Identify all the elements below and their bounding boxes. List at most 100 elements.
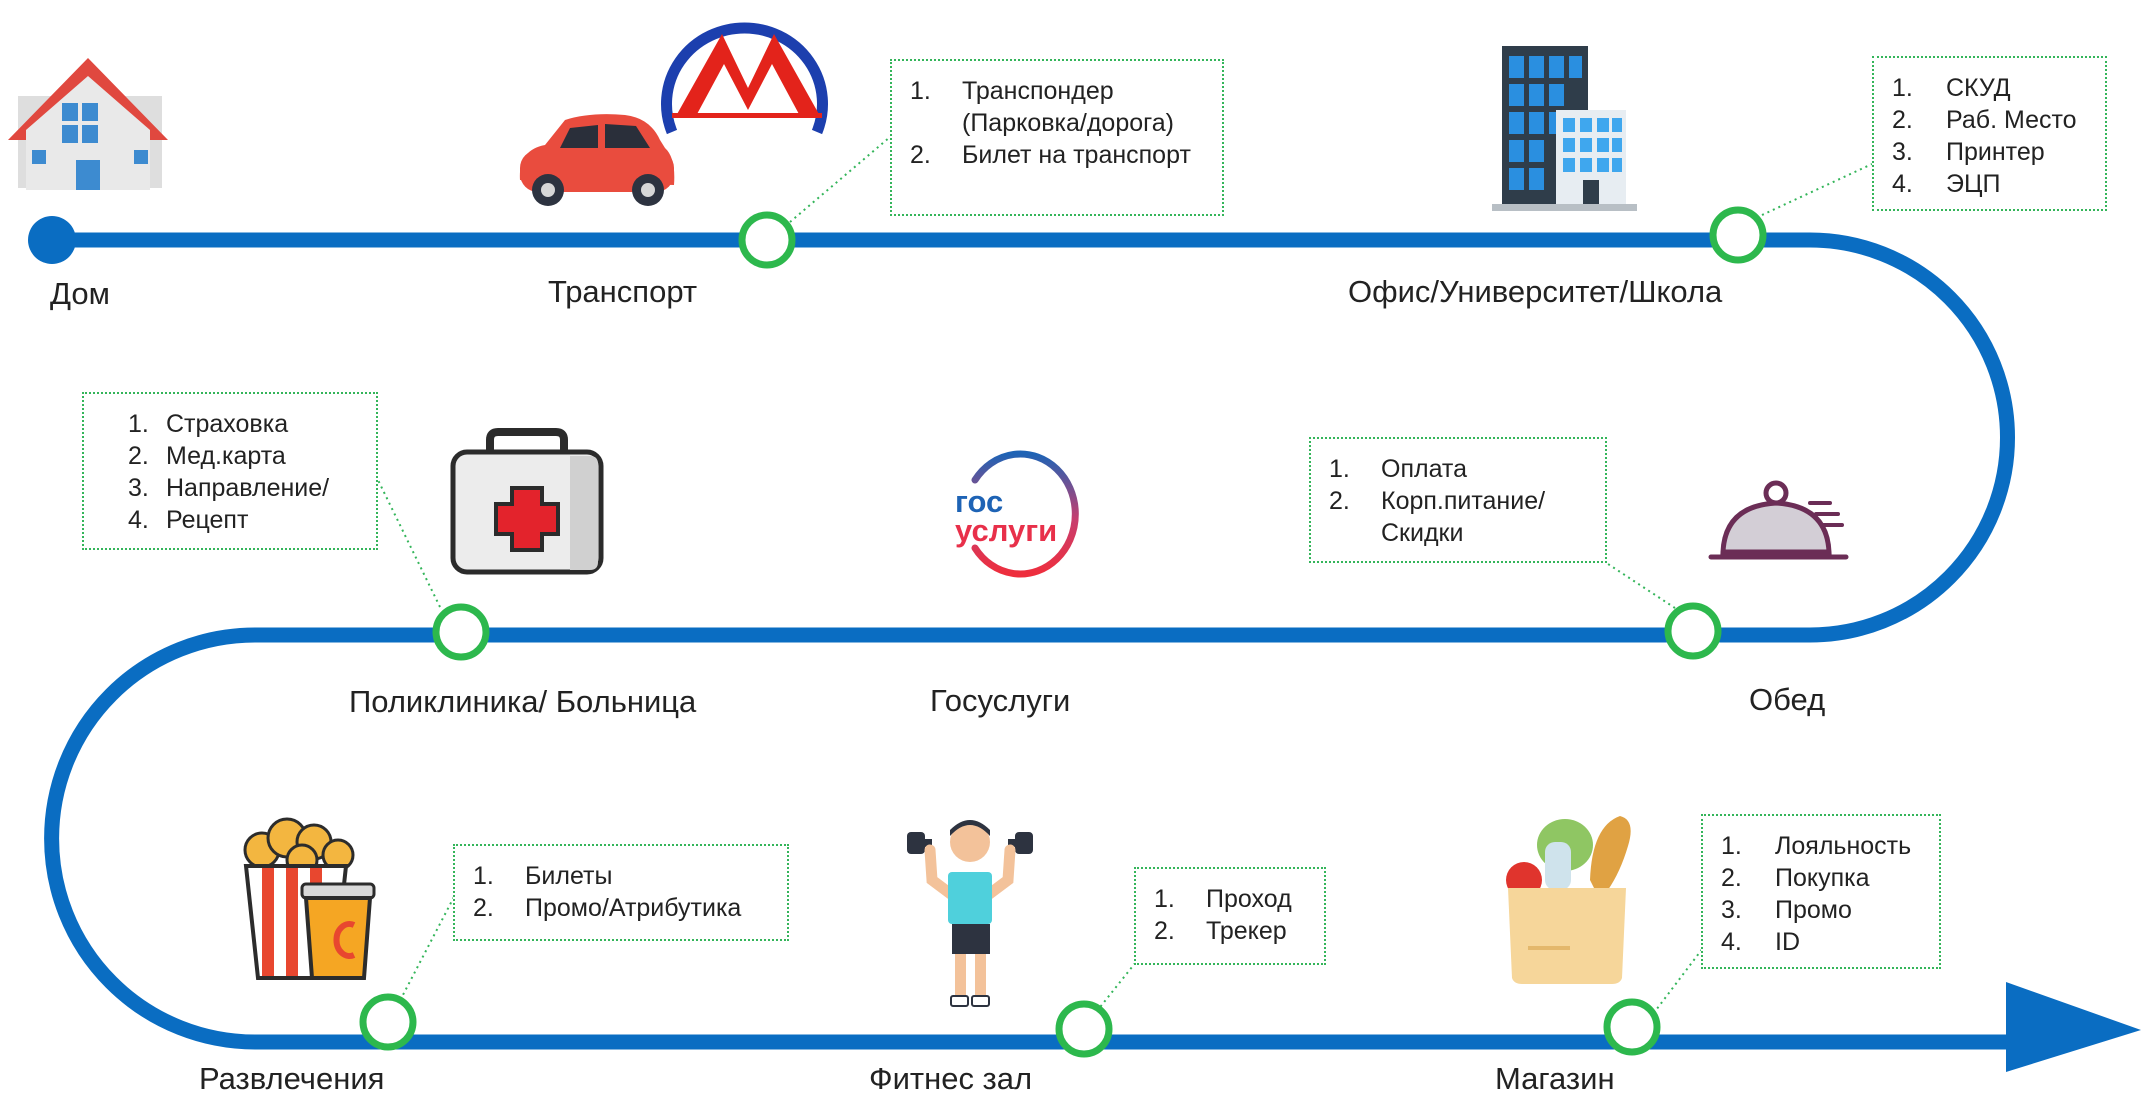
callout-item: 4. Рецепт	[128, 504, 358, 536]
callout-item: 2. Трекер	[1154, 915, 1306, 947]
route-arrowhead	[2006, 982, 2141, 1072]
callout-item: 1. Проход	[1154, 883, 1306, 915]
callout-item-text: Оплата	[1381, 455, 1467, 483]
callout-item-number: 4.	[1721, 928, 1742, 956]
connector-transport	[789, 136, 891, 223]
grocery-bag-icon	[1506, 816, 1631, 984]
callout-item-text: Билеты	[525, 862, 613, 890]
callout-item-text: Трекер	[1206, 917, 1287, 945]
gosuslugi-logo-top: гос	[955, 484, 1003, 519]
callout-item-number: 2.	[473, 894, 494, 922]
callout-item: 1. Оплата	[1329, 453, 1587, 485]
callout-item: 1. Лояльность	[1721, 830, 1921, 862]
callout-item-number: 1.	[1154, 885, 1175, 913]
stop-label-transport: Транспорт	[548, 274, 698, 309]
car-icon	[519, 114, 675, 206]
stop-label-clinic: Поликлиника/ Больница	[349, 684, 697, 719]
callout-item-number: 3.	[128, 474, 149, 502]
callout-fitness: 1. Проход 2. Трекер	[1134, 867, 1326, 965]
callout-item-text: Раб. Место	[1946, 106, 2077, 134]
first-aid-kit-icon	[450, 428, 604, 575]
metro-logo-icon	[661, 22, 828, 135]
stop-label-lunch: Обед	[1749, 682, 1826, 717]
callout-item: 2. Промо/Атрибутика	[473, 892, 769, 924]
callout-item: 2. Покупка	[1721, 862, 1921, 894]
callout-item-number: 3.	[1721, 896, 1742, 924]
callout-item-text: Покупка	[1775, 864, 1870, 892]
callout-office: 1. СКУД 2. Раб. Место 3. Принтер 4. ЭЦП	[1872, 56, 2107, 211]
stop-label-office: Офис/Университет/Школа	[1348, 274, 1723, 309]
stop-ring-clinic	[432, 603, 490, 661]
callout-entertainment: 1. Билеты 2. Промо/Атрибутика	[453, 844, 789, 941]
callout-item: 4. ID	[1721, 926, 1921, 958]
connector-office	[1761, 163, 1873, 216]
callout-item-text: Мед.карта	[166, 442, 286, 470]
connector-lunch	[1604, 561, 1676, 609]
house-icon	[8, 58, 168, 190]
callout-item-text: Билет на транспорт	[962, 141, 1191, 169]
callout-item: 2. Билет на транспорт	[910, 139, 1204, 171]
callout-item-number: 3.	[1892, 138, 1913, 166]
callout-item-number: 2.	[910, 141, 931, 169]
start-dot	[28, 216, 76, 264]
stop-label-shop: Магазин	[1495, 1061, 1615, 1096]
callout-item-text: Лояльность	[1775, 832, 1912, 860]
callout-item-number: 4.	[1892, 170, 1913, 198]
callout-item-text: Рецепт	[166, 506, 249, 534]
callout-item: 3. Направление/	[128, 472, 358, 504]
callout-item-number: 2.	[1329, 487, 1350, 515]
callout-item: 1. Билеты	[473, 860, 769, 892]
cloche-icon	[1708, 480, 1849, 560]
callout-transport: 1. Транспондер (Парковка/дорога) 2. Билет н…	[890, 59, 1224, 216]
callout-item-number: 1.	[128, 410, 149, 438]
callout-item: 3. Промо	[1721, 894, 1921, 926]
stop-ring-office	[1709, 206, 1767, 264]
callout-item: 1. СКУД	[1892, 72, 2087, 104]
callout-item-number: 2.	[1721, 864, 1742, 892]
callout-item-text: ЭЦП	[1946, 170, 2001, 198]
stop-label-gosuslugi: Госуслуги	[930, 683, 1071, 718]
stop-ring-lunch	[1664, 602, 1722, 660]
callout-item-text: ID	[1775, 928, 1800, 956]
callout-item-text: Корп.питание/ Скидки	[1381, 487, 1546, 547]
connector-shop	[1649, 943, 1707, 1019]
callout-item-text: Промо	[1775, 896, 1852, 924]
callout-item: 3. Принтер	[1892, 136, 2087, 168]
callout-clinic: 1. Страховка 2. Мед.карта 3. Направление/4. Ре…	[82, 392, 378, 550]
gosuslugi-logo-bottom: услуги	[955, 513, 1057, 548]
callout-item: 2. Корп.питание/ Скидки	[1329, 485, 1587, 549]
popcorn-icon	[243, 817, 376, 980]
callout-item-number: 1.	[1721, 832, 1742, 860]
callout-item-number: 4.	[128, 506, 149, 534]
callout-item-number: 2.	[128, 442, 149, 470]
callout-item-text: Промо/Атрибутика	[525, 894, 742, 922]
callout-item: 2. Мед.карта	[128, 440, 358, 472]
athlete-icon	[907, 820, 1033, 1007]
callout-item-text: Направление/	[166, 474, 330, 502]
callout-item-number: 1.	[1892, 74, 1913, 102]
callout-item-number: 1.	[1329, 455, 1350, 483]
callout-item-text: Страховка	[166, 410, 289, 438]
callout-item-text: Проход	[1206, 885, 1292, 913]
callout-item-number: 2.	[1154, 917, 1175, 945]
callout-item: 2. Раб. Место	[1892, 104, 2087, 136]
callout-item: 1. Страховка	[128, 408, 358, 440]
route-line	[44, 232, 2015, 1050]
office-building-icon	[1492, 46, 1637, 211]
callout-shop: 1. Лояльность 2. Покупка 3. Промо 4. ID	[1701, 814, 1941, 969]
callout-item-number: 1.	[473, 862, 494, 890]
callout-item: 4. ЭЦП	[1892, 168, 2087, 200]
callout-item-number: 2.	[1892, 106, 1913, 134]
callout-item-text: СКУД	[1946, 74, 2011, 102]
stop-ring-shop	[1603, 998, 1661, 1056]
stop-label-fitness: Фитнес зал	[869, 1061, 1033, 1096]
stop-label-home: Дом	[50, 276, 110, 311]
callout-item-number: 1.	[910, 77, 931, 105]
callout-item-text: Транспондер (Парковка/дорога)	[962, 77, 1174, 137]
connector-clinic	[377, 479, 441, 608]
callout-item-text: Принтер	[1946, 138, 2045, 166]
callout-lunch: 1. Оплата 2. Корп.питание/ Скидки	[1309, 437, 1607, 563]
stop-ring-transport	[738, 211, 796, 269]
stop-ring-entertainment	[359, 993, 417, 1051]
